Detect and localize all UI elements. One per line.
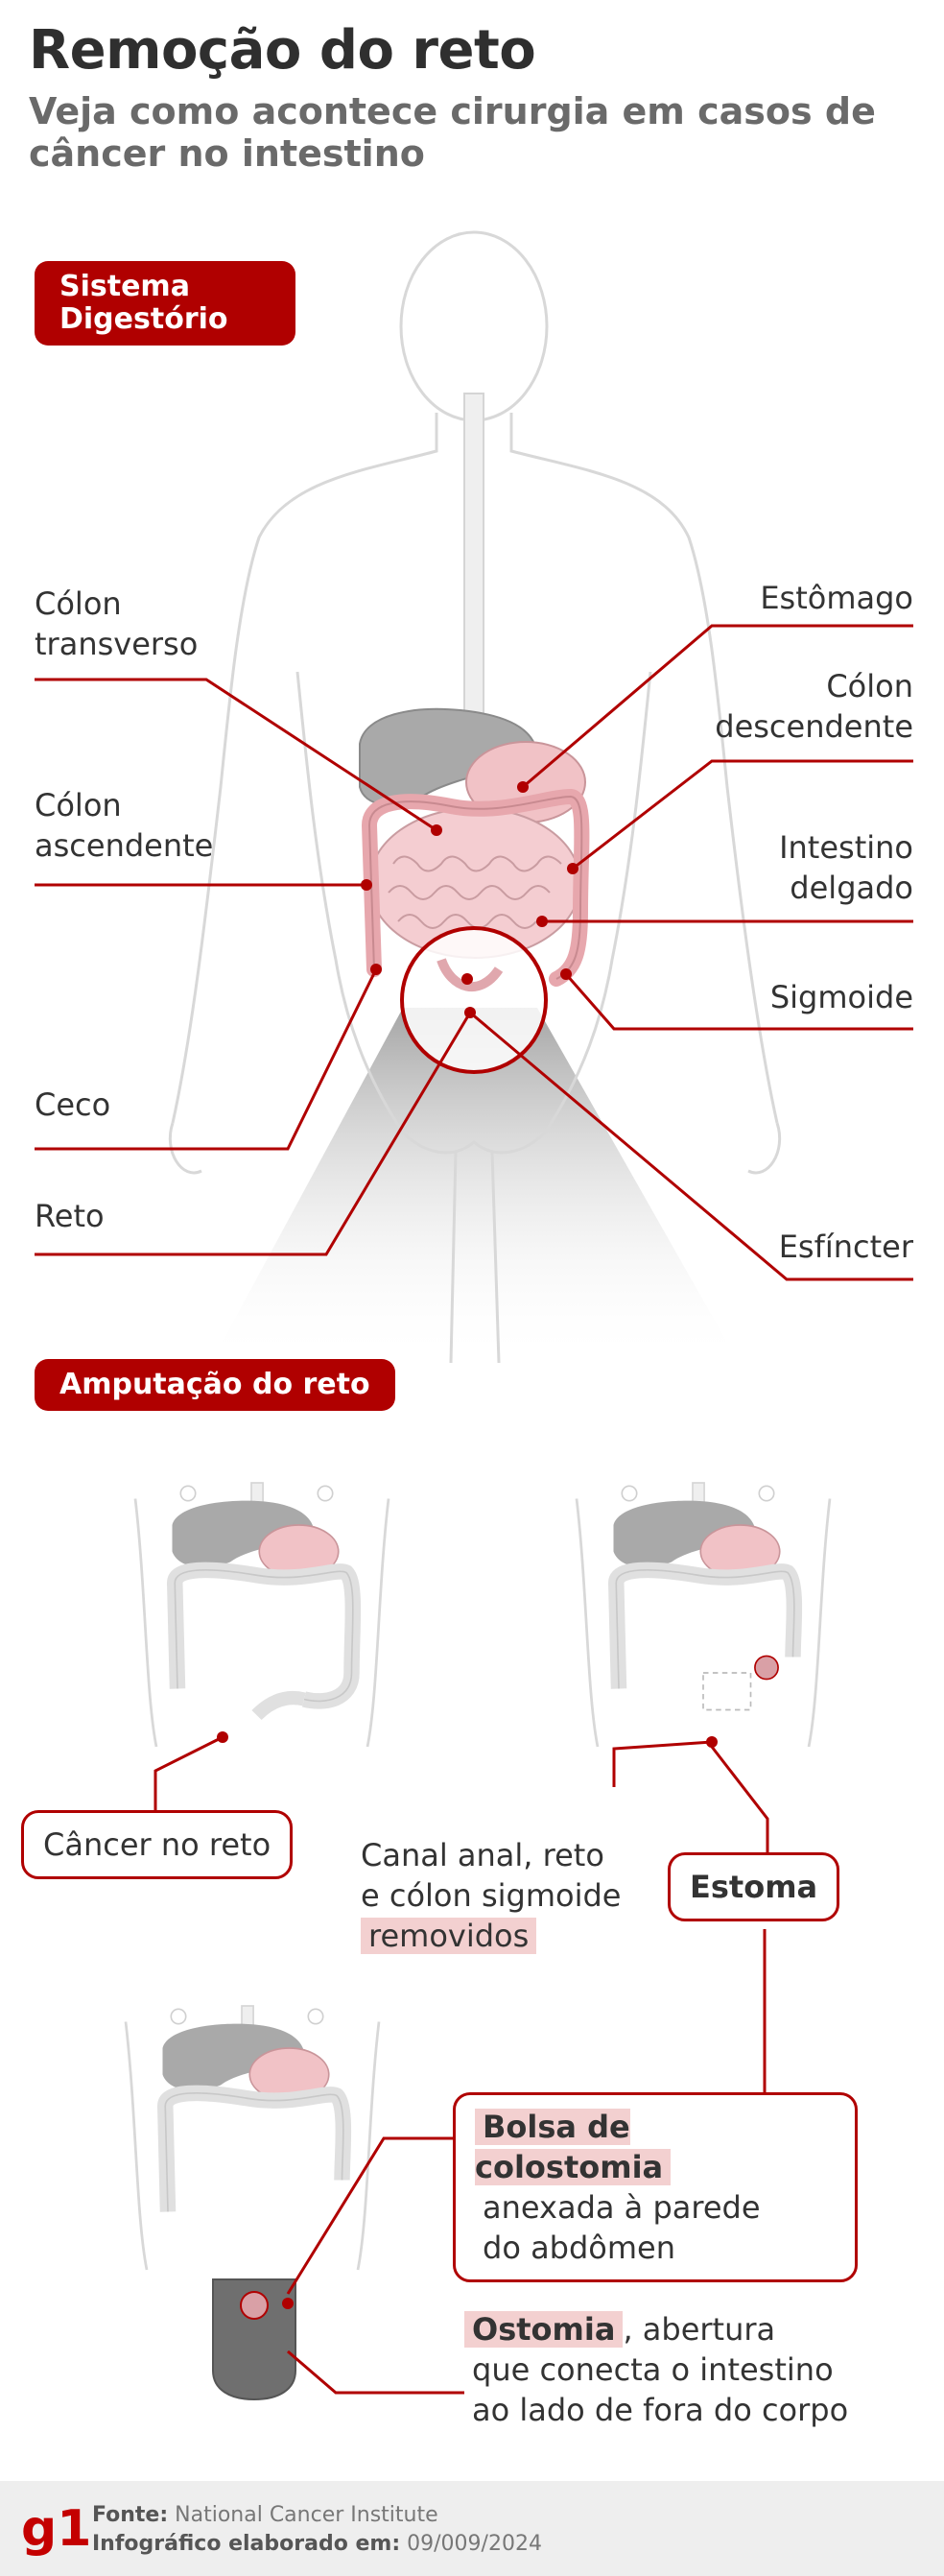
figure-after [575,1482,832,1748]
footer [0,2481,944,2576]
label-colon-ascendente: Cólon ascendente [35,787,214,864]
label-colon-descendente: Cólon descendente [715,668,913,745]
figure-bag [124,2005,381,2271]
zoom-cone [211,1008,739,1363]
leader-lines [35,624,913,1281]
label-esfincter: Esfíncter [778,1228,913,1265]
badge-line2: Digestório [59,302,228,336]
callout-estoma: Estoma [668,1852,840,1921]
badge-line1: Sistema [59,270,190,303]
page-subtitle: Veja como acontece cirurgia em casos de … [29,90,876,175]
zoom-circle [400,926,548,1074]
label-intestino-delgado: Intestino delgado [779,829,913,906]
label-ceco: Ceco [35,1086,111,1123]
callout-cancer-reto: Câncer no reto [21,1810,294,1879]
footer-fonte: Fonte: National Cancer Institute [92,2503,438,2527]
g1-logo: g1 [21,2500,92,2558]
callout-bolsa-colostomia: Bolsa de colostomia anexada à parede do … [453,2092,858,2282]
figure-before [133,1482,390,1748]
label-estomago: Estômago [760,580,913,616]
badge-amputacao: Amputação do reto [35,1359,395,1411]
label-colon-transverso: Cólon transverso [35,585,199,662]
colostomy-bag-icon [212,2278,296,2401]
callout-removidos: Canal anal, reto e cólon sigmoide removi… [361,1837,622,1954]
page-title: Remoção do reto [29,19,536,82]
label-sigmoide: Sigmoide [769,979,913,1015]
badge-sistema-digestorio: Sistema Digestório [35,261,295,346]
footer-infografico: Infográfico elaborado em: 09/009/2024 [92,2532,542,2556]
label-reto: Reto [35,1198,105,1234]
callout-ostomia: Ostomia, abertura que conecta o intestin… [464,2309,848,2430]
esophagus [463,393,484,750]
